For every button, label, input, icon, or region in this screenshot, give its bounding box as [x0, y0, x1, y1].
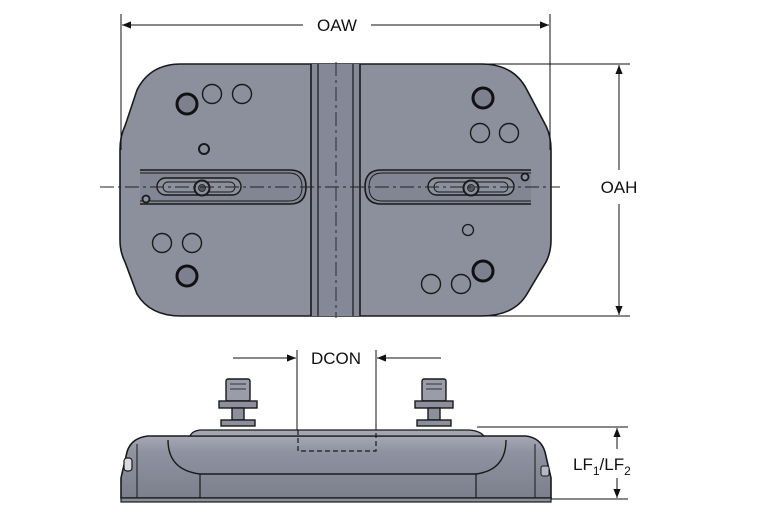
hole [175, 92, 199, 116]
right-stud [414, 378, 454, 427]
hole [201, 83, 223, 105]
hole [175, 264, 199, 288]
thin-holes [151, 83, 520, 295]
hole [181, 232, 203, 254]
lf-label: LF1/LF2 [573, 455, 631, 478]
hole [141, 194, 151, 204]
hole [198, 143, 210, 155]
dcon-label: DCON [311, 349, 361, 368]
dcon-dimension: DCON [233, 349, 441, 430]
hole [469, 122, 491, 144]
small-holes [141, 143, 530, 237]
hole [151, 232, 173, 254]
lf-dimension: LF1/LF2 [477, 426, 631, 500]
top-view [100, 62, 560, 318]
dcon-bore [297, 430, 377, 452]
hole [461, 223, 475, 237]
side-view [120, 378, 552, 503]
right-slot [364, 169, 531, 205]
centerlines [100, 62, 560, 318]
oah-dimension: OAH [481, 63, 638, 317]
left-slot [140, 169, 307, 205]
oaw-label: OAW [317, 16, 357, 35]
hole [420, 273, 442, 295]
hole [471, 259, 495, 283]
hole [498, 122, 520, 144]
center-groove [310, 64, 361, 316]
oah-label: OAH [601, 178, 638, 197]
oaw-dimension: OAW [120, 14, 551, 150]
left-stud [218, 378, 258, 427]
hole [231, 83, 253, 105]
hole [520, 172, 530, 182]
thick-holes [175, 86, 495, 288]
side-body [120, 435, 552, 499]
hole [471, 86, 495, 110]
hole [450, 273, 472, 295]
